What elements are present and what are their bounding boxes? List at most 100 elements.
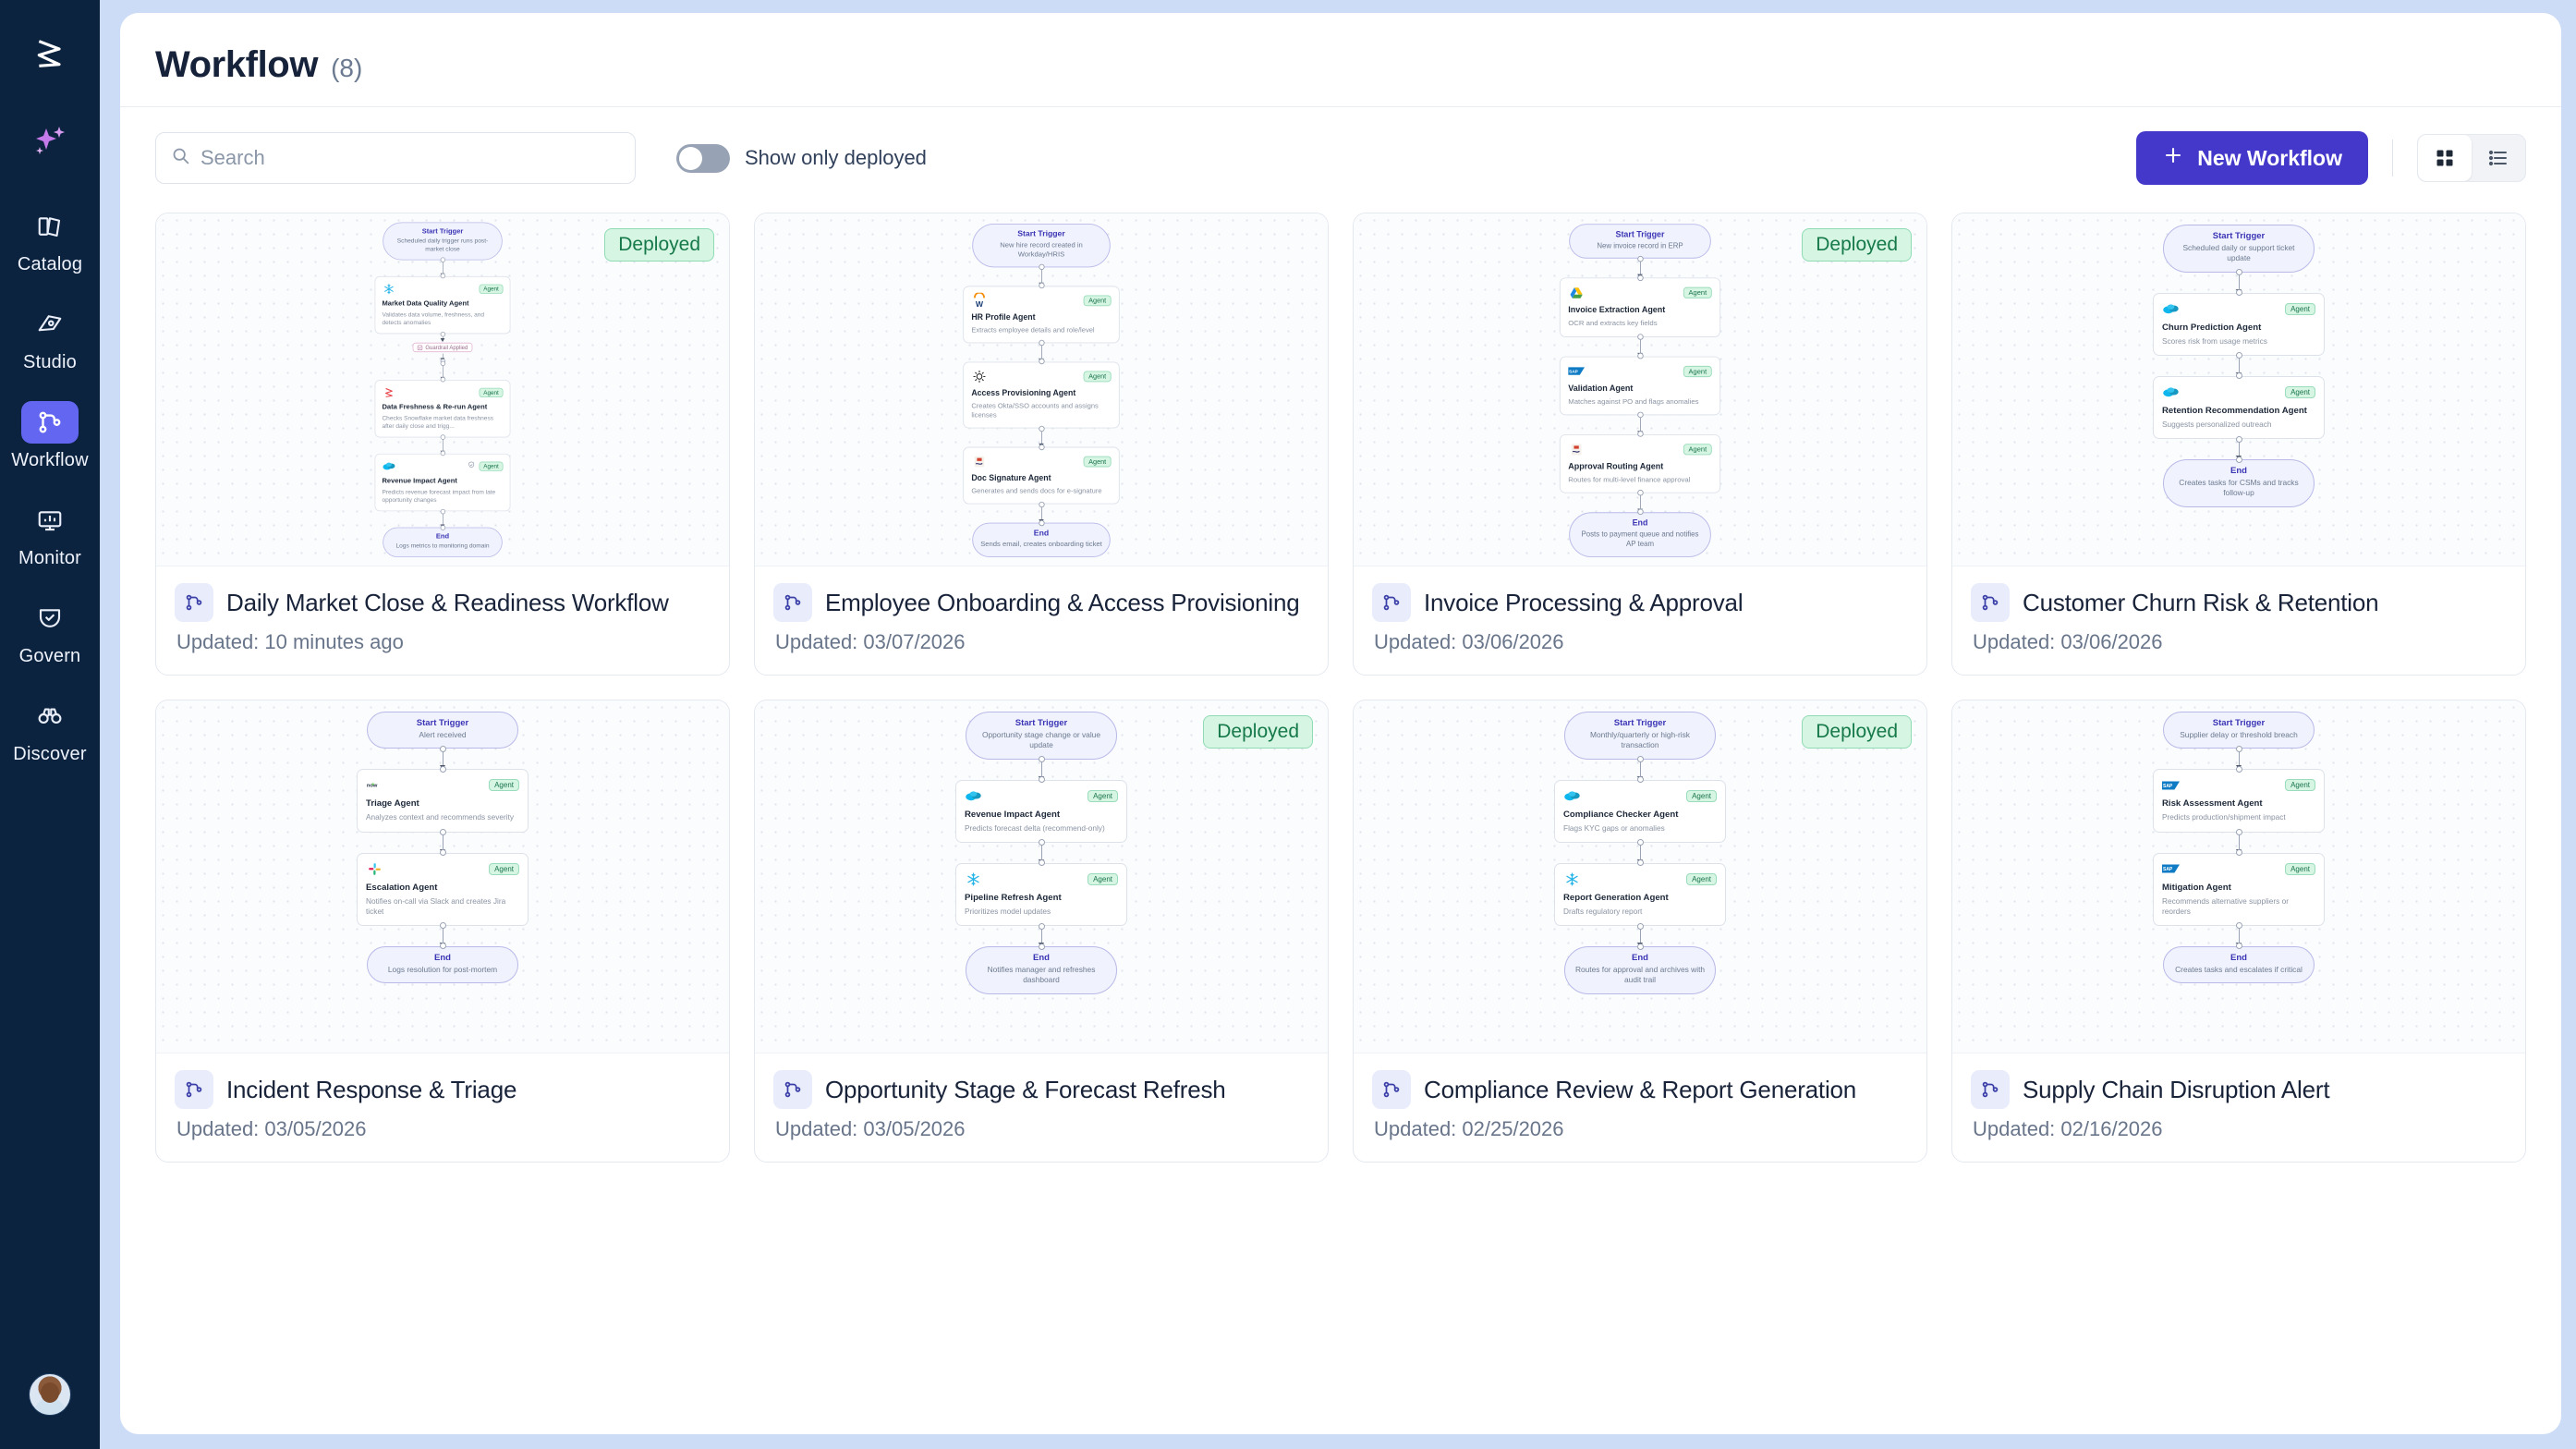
workflow-name: Opportunity Stage & Forecast Refresh: [825, 1075, 1226, 1103]
sidebar-item-catalog[interactable]: Catalog: [7, 205, 92, 275]
show-only-deployed-toggle[interactable]: [676, 143, 730, 173]
sidebar-item-govern[interactable]: Govern: [7, 597, 92, 667]
view-mode-switch[interactable]: [2417, 134, 2526, 182]
node-title: End: [2230, 952, 2247, 963]
grid-view-icon[interactable]: [2418, 135, 2472, 181]
workflow-name: Compliance Review & Report Generation: [1424, 1075, 1857, 1103]
svg-text:now: now: [367, 784, 378, 789]
node-subtitle: Alert received: [419, 730, 467, 739]
sidebar-item-monitor[interactable]: Monitor: [7, 499, 92, 569]
pen-nib-icon: [21, 303, 79, 346]
workflow-updated: Updated: 10 minutes ago: [176, 630, 404, 653]
agent-tag: Agent: [489, 779, 519, 792]
sidebar-item-workflow[interactable]: Workflow: [7, 401, 92, 471]
search-icon: [171, 146, 190, 170]
main-shell: Workflow (8) Show only: [100, 0, 2576, 1449]
list-view-icon[interactable]: [2472, 135, 2525, 181]
node-title: Pipeline Refresh Agent: [965, 892, 1062, 903]
sidebar-item-discover[interactable]: Discover: [7, 695, 92, 765]
ai-sparkle-icon[interactable]: [24, 116, 76, 164]
node-title: Mitigation Agent: [2162, 882, 2231, 893]
status-badge: Deployed: [604, 228, 714, 262]
deployed-filter[interactable]: Show only deployed: [676, 143, 927, 173]
agent-tag: Agent: [489, 862, 519, 875]
avatar[interactable]: [29, 1373, 71, 1416]
node-description: Predicts production/shipment impact: [2162, 812, 2286, 822]
workflow-name: Daily Market Close & Readiness Workflow: [226, 588, 669, 616]
workflow-updated: Updated: 03/07/2026: [775, 630, 966, 653]
new-workflow-label: New Workflow: [2197, 145, 2342, 170]
node-title: Start Trigger: [2212, 231, 2266, 241]
node-title: HR Profile Agent: [971, 312, 1036, 323]
search-input[interactable]: [200, 146, 620, 170]
sidebar-item-label: Govern: [18, 646, 81, 666]
node-title: Revenue Impact Agent: [382, 477, 457, 485]
workflow-updated: Updated: 02/16/2026: [1973, 1117, 2163, 1140]
brand-logo-icon[interactable]: [24, 28, 76, 79]
agent-tag: Agent: [1083, 456, 1112, 468]
new-workflow-button[interactable]: New Workflow: [2136, 131, 2368, 185]
search-box[interactable]: [155, 132, 636, 184]
page-title: Workflow: [155, 44, 319, 85]
gdrive-logo-icon: [1568, 285, 1585, 301]
node-description: Matches against PO and flags anomalies: [1568, 396, 1699, 406]
sidebar-item-studio[interactable]: Studio: [7, 303, 92, 373]
